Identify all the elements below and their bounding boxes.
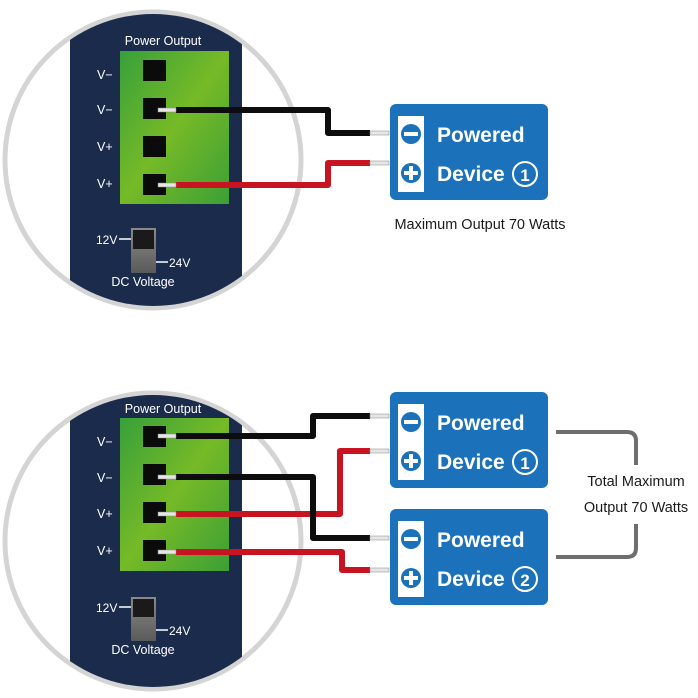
terminal-block (120, 418, 229, 571)
wire-tip (369, 535, 390, 541)
wire-tip (157, 511, 177, 517)
terminal-socket (143, 426, 166, 447)
terminal-label: V+ (97, 544, 113, 558)
powered-device-2: Powered Device 2 (390, 509, 548, 605)
device-box (390, 392, 548, 488)
wire-positive-device-2 (176, 549, 370, 573)
wire-tip (369, 160, 390, 166)
terminal-socket (143, 540, 166, 561)
terminal-socket (143, 464, 166, 485)
terminal-label: V+ (97, 140, 113, 154)
terminal-socket (143, 136, 166, 157)
terminal-label: V− (97, 471, 113, 485)
device-line1: Powered (437, 124, 525, 147)
terminal-socket (143, 98, 166, 119)
wire-tip (157, 474, 177, 480)
device-number: 1 (520, 454, 529, 473)
terminal-socket (143, 502, 166, 523)
device-line2: Device (437, 451, 505, 474)
wire-tip (157, 549, 177, 555)
device-number-badge (512, 566, 538, 592)
minus-circle-icon (401, 412, 421, 432)
device-box (390, 509, 548, 605)
minus-circle-icon (401, 529, 421, 549)
terminal-block (120, 51, 229, 204)
wire-negative (176, 107, 370, 136)
wire-negative-device-2 (176, 474, 370, 541)
terminal-label: V− (97, 435, 113, 449)
terminal-label: V+ (97, 177, 113, 191)
switch-12v-label: 12V (96, 601, 117, 615)
wire-tip (369, 448, 390, 454)
wire-tip (369, 567, 390, 573)
powered-device-1: Powered Device 1 (390, 392, 548, 488)
plus-circle-icon (401, 568, 421, 588)
terminal-label: V+ (97, 507, 113, 521)
wire-tip (157, 182, 177, 188)
wire-negative-device-1 (176, 413, 370, 439)
device-line2: Device (437, 163, 505, 186)
switch-12v-label: 12V (96, 233, 117, 247)
max-output-caption: Maximum Output 70 Watts (394, 217, 565, 233)
powered-device-1: Powered Device 1 (390, 104, 548, 200)
terminal-label: V− (97, 68, 113, 82)
voltage-switch-knob (133, 230, 154, 249)
dc-voltage-label: DC Voltage (111, 643, 174, 657)
device-number: 1 (520, 166, 529, 185)
wire-positive (176, 160, 370, 188)
switch-24v-label: 24V (169, 256, 190, 270)
voltage-switch-knob (133, 599, 154, 617)
plus-circle-icon (401, 163, 421, 183)
device-number-badge (512, 449, 538, 475)
wire-tip (157, 433, 177, 439)
device-line1: Powered (437, 529, 525, 552)
device-number-badge (512, 161, 538, 187)
terminal-socket (143, 174, 166, 195)
plus-circle-icon (401, 451, 421, 471)
wire-tip (369, 130, 390, 136)
total-max-caption-line2: Output 70 Watts (584, 500, 688, 516)
dual-device-diagram: Power Output V− V− V+ V+ 12V 24V DC Volt… (2, 390, 688, 692)
power-output-label: Power Output (125, 402, 202, 416)
device-line2: Device (437, 568, 505, 591)
wire-tip (369, 413, 390, 419)
wire-positive-device-1 (176, 448, 370, 517)
terminal-socket (143, 60, 166, 81)
total-max-caption-line1: Total Maximum (587, 474, 685, 490)
single-device-diagram: Power Output V− V− V+ V+ 12V 24V DC Volt… (2, 9, 566, 311)
total-bracket-top (556, 430, 638, 465)
device-number: 2 (520, 571, 529, 590)
total-bracket-bottom (556, 524, 638, 559)
switch-24v-label: 24V (169, 624, 190, 638)
device-box (390, 104, 548, 200)
device-line1: Powered (437, 412, 525, 435)
power-output-label: Power Output (125, 34, 202, 48)
wire-tip (157, 107, 177, 113)
dc-voltage-label: DC Voltage (111, 275, 174, 289)
terminal-label: V− (97, 103, 113, 117)
minus-circle-icon (401, 124, 421, 144)
